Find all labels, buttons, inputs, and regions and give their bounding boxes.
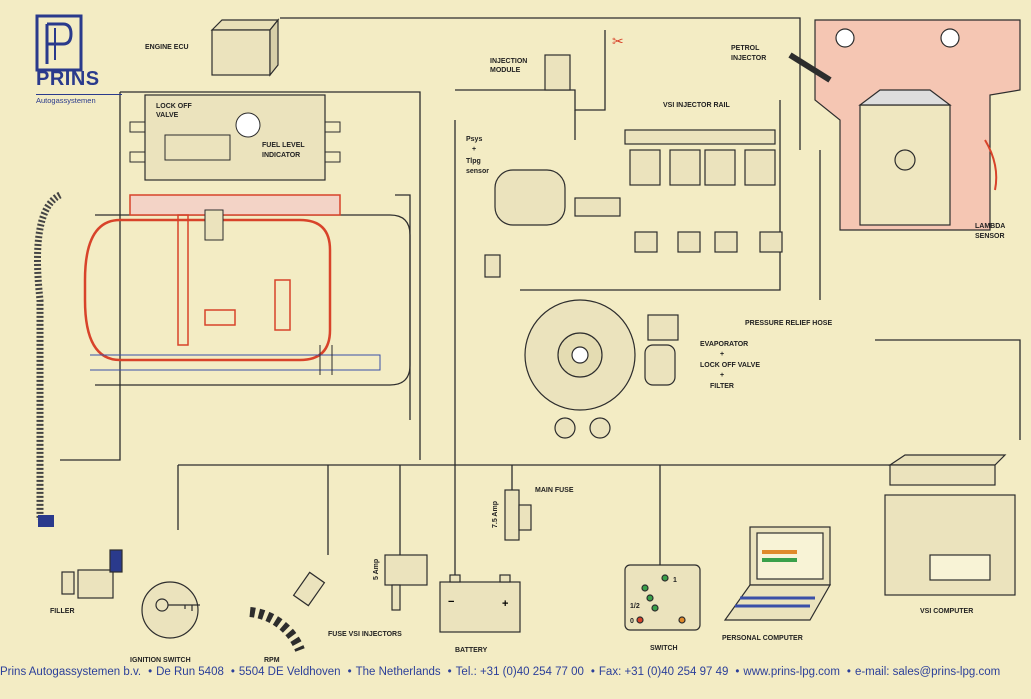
wiring xyxy=(60,17,1021,575)
evaporator xyxy=(524,299,679,439)
footer-tel: Tel.: +31 (0)40 254 77 00 xyxy=(455,666,584,678)
lpg-tank xyxy=(83,194,411,386)
engine-ecu xyxy=(210,18,280,77)
brand-name: PRINS xyxy=(36,68,100,90)
pressure-hose-label: PRESSURE RELIEF HOSE xyxy=(745,320,832,327)
battery xyxy=(439,574,521,633)
injection-module-label-2: MODULE xyxy=(490,67,521,74)
lock-off-valve-label-1: LOCK OFF xyxy=(156,103,192,110)
footer-sep-5: • xyxy=(590,666,595,678)
footer: Prins Autogassystemen b.v.•De Run 5408•5… xyxy=(0,666,1031,688)
tank-control-box xyxy=(129,94,341,181)
switch-0: 0 xyxy=(630,618,634,625)
lock-off-valve-label-2: VALVE xyxy=(156,112,179,119)
psys-label-1: Psys xyxy=(466,136,482,143)
ignition-label: IGNITION SWITCH xyxy=(130,657,191,664)
psys-label-2: + xyxy=(472,146,476,153)
filler-hose-end xyxy=(38,515,54,527)
filler xyxy=(61,549,123,599)
main-fuse-label: MAIN FUSE xyxy=(535,487,574,494)
injection-module xyxy=(544,54,571,91)
footer-street: De Run 5408 xyxy=(156,666,224,678)
footer-city: 5504 DE Veldhoven xyxy=(238,666,341,678)
prins-logo-icon xyxy=(35,14,83,72)
evaporator-label-5: FILTER xyxy=(710,383,734,390)
main-fuse xyxy=(504,489,532,541)
petrol-injector-label-2: INJECTOR xyxy=(731,55,766,62)
footer-sep-3: • xyxy=(347,666,352,678)
lambda-label-1: LAMBDA xyxy=(975,223,1005,230)
footer-sep-7: • xyxy=(846,666,851,678)
fuse-vsi-label: FUSE VSI INJECTORS xyxy=(328,631,402,638)
fuse-small-amp: 5 Amp xyxy=(373,559,380,580)
vsi-rail-label: VSI INJECTOR RAIL xyxy=(663,102,730,109)
lambda-label-2: SENSOR xyxy=(975,233,1005,240)
evaporator-label-2: + xyxy=(720,351,724,358)
lambda-sensor xyxy=(984,139,998,191)
footer-company: Prins Autogassystemen b.v. xyxy=(0,666,142,678)
evaporator-label-3: LOCK OFF VALVE xyxy=(700,362,760,369)
switch-label: SWITCH xyxy=(650,645,678,652)
engine-cylinder-head xyxy=(788,19,1021,231)
rpm-sensor xyxy=(249,571,326,652)
engine-ecu-label: ENGINE ECU xyxy=(145,44,189,51)
fuel-level-label-2: INDICATOR xyxy=(262,152,300,159)
brand-subtitle: Autogassystemen xyxy=(36,94,122,105)
personal-computer xyxy=(723,526,832,621)
petrol-injector-label-1: PETROL xyxy=(731,45,760,52)
psys-label-4: sensor xyxy=(466,168,489,175)
switch-1: 1 xyxy=(673,577,677,584)
psys-label-3: Tlpg xyxy=(466,158,481,165)
footer-fax: Fax: +31 (0)40 254 97 49 xyxy=(598,666,729,678)
rpm-label: RPM xyxy=(264,657,280,664)
footer-sep-2: • xyxy=(230,666,235,678)
filler-hose xyxy=(34,191,62,520)
pc-label: PERSONAL COMPUTER xyxy=(722,635,803,642)
main-fuse-amp: 7.5 Amp xyxy=(492,501,499,528)
injection-module-label-1: INJECTION xyxy=(490,58,527,65)
ignition-switch xyxy=(141,581,200,639)
footer-sep-6: • xyxy=(735,666,740,678)
fuel-level-label-1: FUEL LEVEL xyxy=(262,142,305,149)
footer-sep-4: • xyxy=(447,666,452,678)
filler-label: FILLER xyxy=(50,608,75,615)
footer-sep-1: • xyxy=(148,666,153,678)
battery-plus: + xyxy=(502,598,508,610)
footer-email[interactable]: e-mail: sales@prins-lpg.com xyxy=(854,666,1001,678)
footer-country: The Netherlands xyxy=(355,666,441,678)
gas-switch xyxy=(624,564,701,631)
vsi-computer-label: VSI COMPUTER xyxy=(920,608,973,615)
scissors-icon: ✂ xyxy=(612,33,624,49)
evaporator-label-4: + xyxy=(720,372,724,379)
battery-label: BATTERY xyxy=(455,647,488,654)
vsi-computer xyxy=(884,454,1016,596)
footer-web[interactable]: www.prins-lpg.com xyxy=(743,666,840,678)
battery-minus: − xyxy=(448,596,454,608)
vsi-injector-rail xyxy=(624,129,783,253)
switch-half: 1/2 xyxy=(630,603,640,610)
fuse-vsi-injectors xyxy=(384,554,428,611)
psys-sensor xyxy=(484,169,621,278)
evaporator-label-1: EVAPORATOR xyxy=(700,341,748,348)
